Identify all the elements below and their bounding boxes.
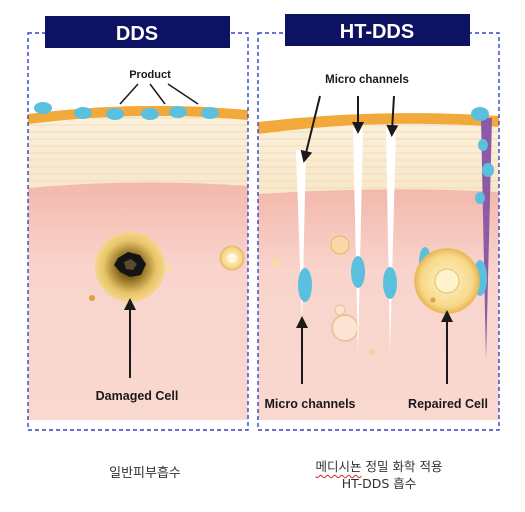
micro-channel-arrows (296, 95, 453, 384)
left-panel-header (45, 16, 230, 48)
product-pointer-lines (119, 83, 199, 105)
micro-channels (296, 128, 396, 355)
product-dots (34, 102, 219, 120)
right-header-text: HT-DDS (340, 21, 414, 43)
damaged-cell-label: Damaged Cell (96, 389, 179, 403)
right-caption-line1: 메디시뇬 정밀 화학 적용 (258, 458, 500, 475)
right-caption-line2: HT-DDS 흡수 (341, 476, 417, 491)
micro-channels-top-label: Micro channels (325, 74, 409, 86)
right-panel-header (285, 14, 470, 46)
left-header-text: DDS (116, 23, 158, 45)
product-label: Product (129, 69, 171, 81)
right-skin-illustration (258, 55, 499, 420)
right-caption-brand: 메디시뇬 (315, 459, 362, 474)
right-caption: 메디시뇬 정밀 화학 적용 HT-DDS 흡수 (258, 458, 500, 492)
repaired-cell (414, 248, 480, 314)
repaired-cell-label: Repaired Cell (408, 397, 488, 411)
right-caption-line1-rest: 정밀 화학 적용 (361, 459, 443, 474)
left-caption: 일반피부흡수 (109, 466, 181, 481)
micro-channels-bottom-label: Micro channels (265, 397, 356, 411)
damaged-cell (95, 232, 165, 302)
